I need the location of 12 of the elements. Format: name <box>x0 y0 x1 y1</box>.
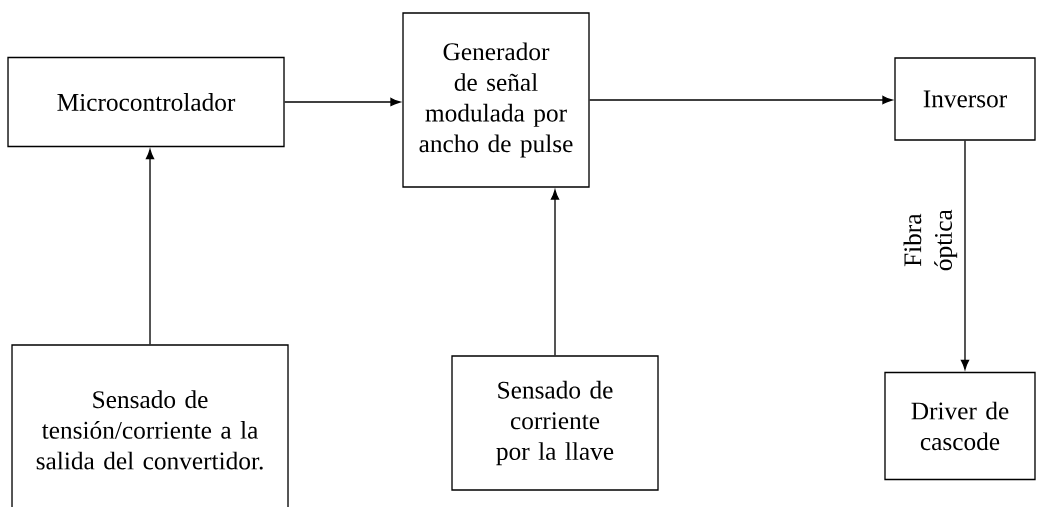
block-box: Sensado de corriente por la llave <box>451 355 659 491</box>
arrow <box>284 97 401 107</box>
arrow <box>960 140 970 370</box>
block-box: Driver de cascode <box>884 371 1036 481</box>
edge-label: Fibra óptica <box>903 209 958 271</box>
arrow <box>145 149 155 345</box>
block-box: Generador de señal modulada por ancho de pulse <box>402 12 590 188</box>
arrow <box>550 189 560 356</box>
block-box: Microcontrolador <box>7 56 285 148</box>
block-box: Inversor <box>894 57 1036 141</box>
block-box: Sensado de tensión/corriente a la salida del convertidor. <box>11 344 289 507</box>
arrow <box>589 95 893 105</box>
